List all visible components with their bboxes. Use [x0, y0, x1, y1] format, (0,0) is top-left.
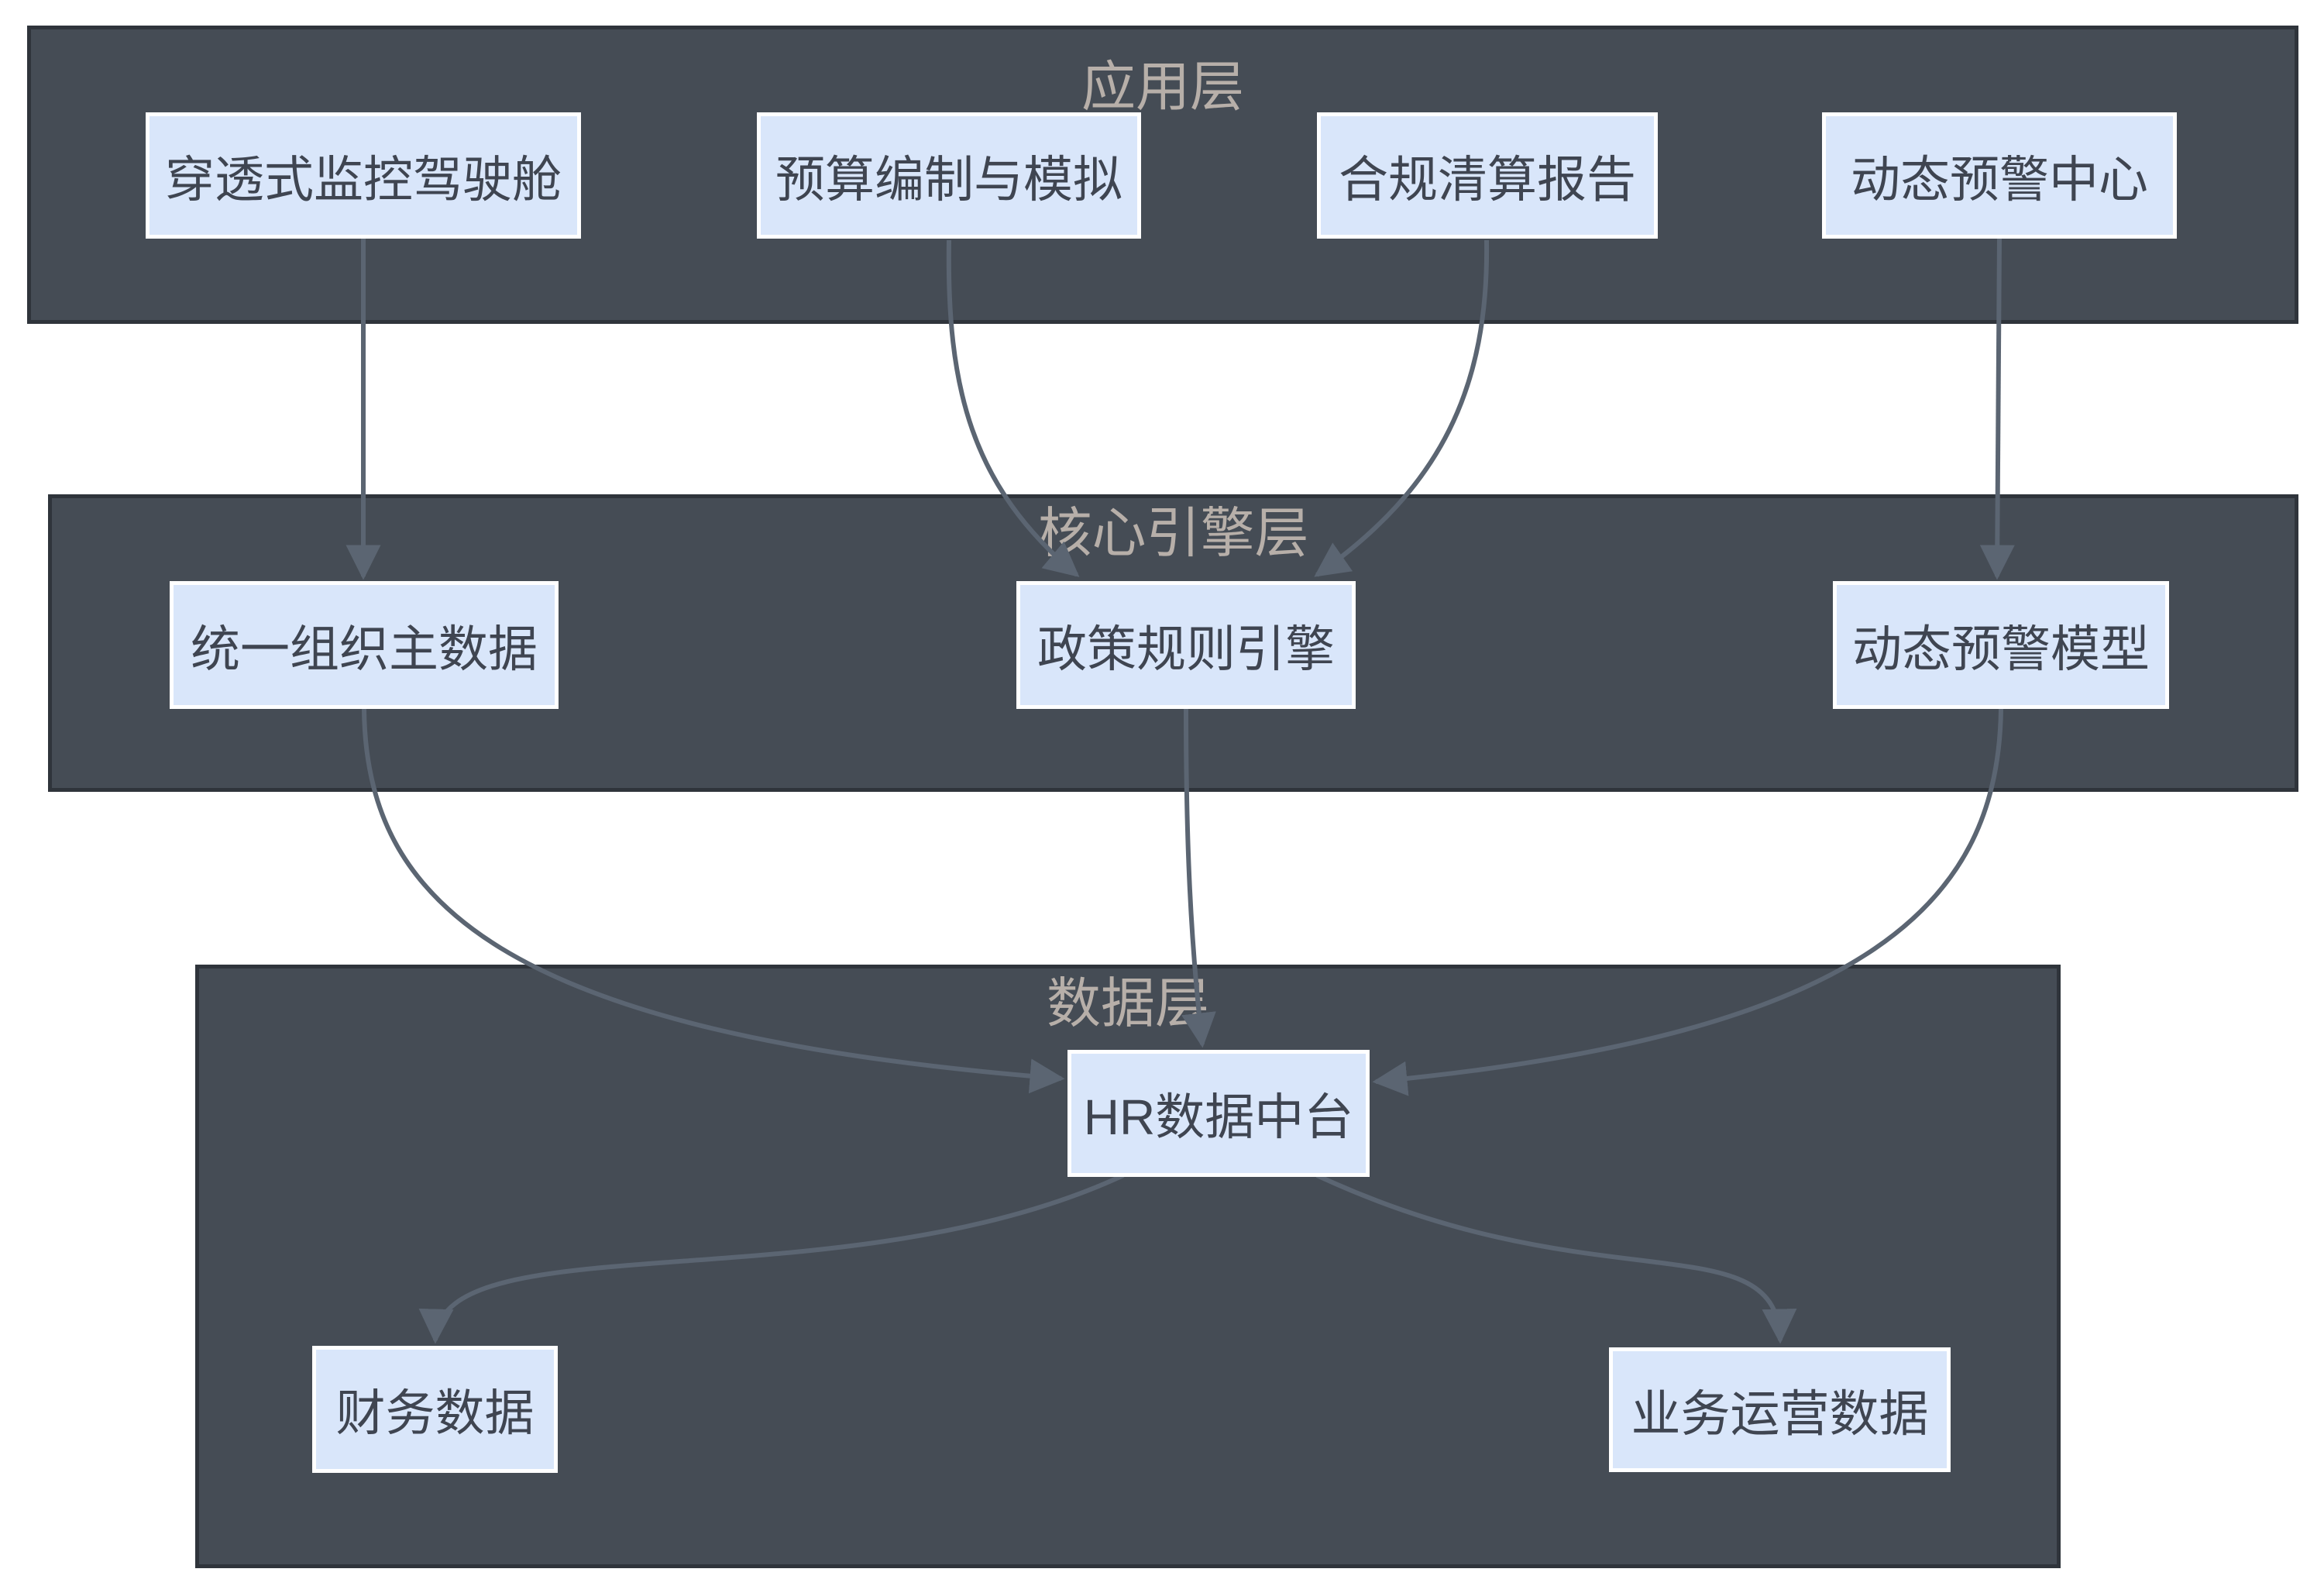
edge-warning-center-to-warning-model	[1979, 238, 2015, 580]
node-penetrating-monitoring-cockpit: 穿透式监控驾驶舱	[146, 112, 581, 239]
edge-hr-platform-to-finance-data	[418, 1173, 1125, 1344]
edge-org-master-data-to-hr-platform	[362, 708, 1065, 1094]
node-finance-data: 财务数据	[312, 1346, 558, 1473]
node-unified-org-master-data: 统一组织主数据	[170, 581, 559, 709]
node-hr-data-platform: HR数据中台	[1067, 1050, 1370, 1177]
edge-warning-model-to-hr-platform	[1372, 708, 2003, 1096]
node-business-operation-data: 业务运营数据	[1609, 1347, 1951, 1472]
edge-rule-engine-to-hr-platform	[1181, 708, 1216, 1048]
node-dynamic-warning-center: 动态预警中心	[1822, 112, 2177, 239]
node-compliance-settlement-report: 合规清算报告	[1317, 112, 1658, 239]
edge-compliance-to-rule-engine	[1314, 239, 1490, 577]
node-dynamic-warning-model: 动态预警模型	[1833, 581, 2169, 709]
edge-hr-platform-to-business-operation-data	[1315, 1173, 1797, 1344]
node-policy-rule-engine: 政策规则引擎	[1016, 581, 1356, 709]
edge-budgeting-to-rule-engine	[946, 239, 1080, 577]
node-budgeting-simulation: 预算编制与模拟	[757, 112, 1141, 239]
